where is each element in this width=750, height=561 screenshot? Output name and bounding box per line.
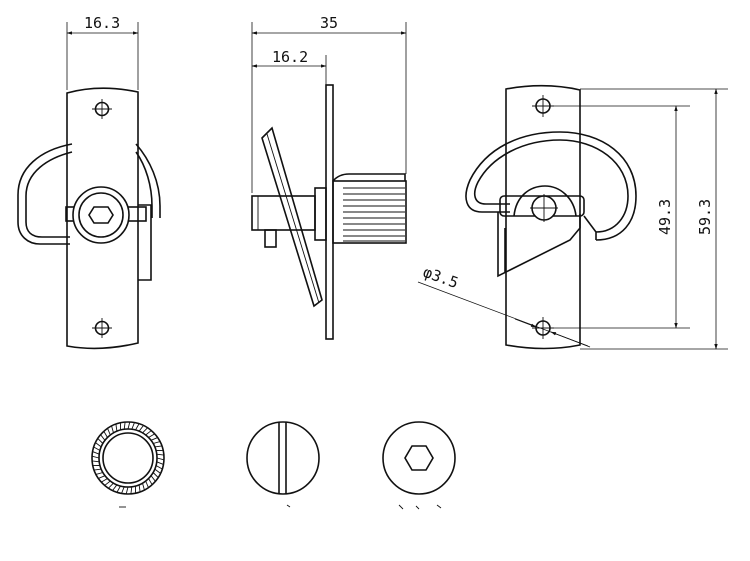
- knurl-tick: [150, 475, 156, 482]
- knurl-tick: [108, 482, 114, 489]
- knurl-tick: [156, 453, 164, 456]
- knurl-tick: [145, 480, 149, 488]
- knurl-tick: [95, 442, 102, 448]
- dim-hole-spacing: 49.3: [656, 199, 674, 235]
- knurl-tick: [131, 422, 135, 430]
- front-hex-socket: [88, 206, 114, 224]
- knurl-tick: [92, 451, 100, 455]
- knurl-tick: [95, 472, 104, 475]
- knurl-tick: [93, 446, 101, 451]
- knurled-head-detail: [91, 421, 165, 495]
- hex-socket-head-detail: [382, 421, 456, 495]
- knurl-tick: [92, 460, 100, 463]
- knurl-tick: [121, 486, 125, 494]
- knurl-tick: [98, 475, 106, 479]
- knurl-tick: [104, 480, 111, 486]
- knurl-tick: [148, 478, 153, 485]
- knurl-tick: [135, 423, 140, 431]
- knurl-tick: [130, 486, 133, 494]
- knurl-tick: [150, 437, 158, 441]
- knurl-tick: [152, 472, 159, 478]
- knurl-tick: [97, 438, 104, 444]
- knurl-tick: [155, 465, 163, 470]
- knurl-tick: [148, 433, 155, 438]
- knurl-tick: [145, 430, 152, 436]
- front-view: [17, 87, 161, 350]
- knurl-tick: [127, 421, 131, 430]
- dim-hole-diameter: φ3.5: [421, 263, 461, 292]
- knurl-tick: [91, 455, 100, 459]
- knurl-tick: [156, 461, 164, 465]
- knurl-tick: [123, 422, 126, 430]
- rear-plate: [505, 84, 581, 350]
- knurl-tick: [112, 484, 118, 491]
- knurl-tick: [94, 468, 102, 471]
- slotted-head-detail: [246, 421, 320, 495]
- knurl-tick: [111, 425, 114, 434]
- front-d-ring: [17, 143, 73, 245]
- side-view: [251, 84, 407, 340]
- knurl-tick: [156, 457, 165, 461]
- dim-plate-to-face: 16.2: [272, 48, 308, 66]
- dim-total-depth: 35: [320, 14, 338, 32]
- dimensions: 16.3 35 16.2 49.3 59.3 φ3.5: [66, 14, 728, 350]
- knurl-tick: [138, 425, 144, 432]
- knurl-tick: [142, 482, 145, 491]
- dim-front-width: 16.3: [84, 14, 120, 32]
- knurl-tick: [142, 427, 148, 434]
- side-shaft: [251, 195, 316, 231]
- side-mounting-plate: [325, 84, 334, 340]
- dim-plate-height: 59.3: [696, 199, 714, 235]
- side-knurled-body: [332, 180, 407, 244]
- knurl-tick: [154, 468, 161, 474]
- front-plate: [66, 87, 139, 350]
- knurl-tick: [116, 485, 121, 493]
- rear-view: [465, 84, 637, 350]
- detail-marks: [119, 504, 442, 510]
- knurl-tick: [138, 484, 141, 492]
- side-lever: [261, 126, 323, 308]
- knurl-tick: [154, 445, 162, 448]
- knurl-tick: [125, 486, 129, 495]
- knurl-tick: [107, 428, 111, 436]
- rear-d-ring: [465, 131, 637, 241]
- knurl-tick: [152, 441, 161, 444]
- knurl-tick: [100, 434, 106, 441]
- knurl-tick: [115, 424, 118, 432]
- knurl-tick: [103, 431, 108, 438]
- knurl-tick: [101, 478, 108, 483]
- front-hex-head: [72, 186, 130, 244]
